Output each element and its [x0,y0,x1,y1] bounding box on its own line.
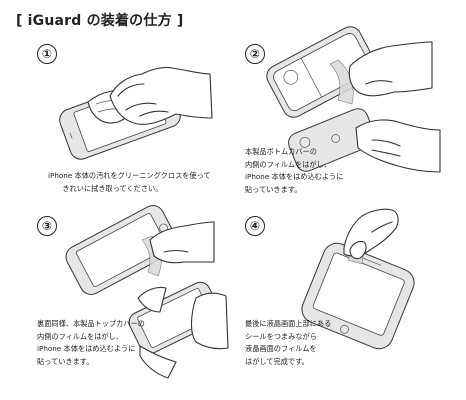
step-3-hand-top [149,221,215,264]
step-3-top-cover [65,205,179,295]
step-4-number: ④ [245,216,265,236]
step-1-hand [109,66,213,125]
step-3-caption: 裏面同様、本製品トップカバーの 内側のフィルムをはがし、 iPhone 本体をは… [37,319,145,366]
step-2-bottom-cover [266,26,378,118]
step-1-illustration [59,66,213,160]
step-3-hands-bottom [137,286,229,379]
step-2-film-peel [329,59,354,105]
step-4-phone [301,242,415,350]
step-1-caption: iPhone 本体の汚れをクリーニングクロスを使って きれいに拭き取ってください… [48,171,211,193]
step-3-illustration [65,205,229,379]
step-4-hand [343,208,399,260]
step-2-number: ② [245,44,265,64]
step-2-illustration [266,26,441,173]
step-4-illustration [301,208,415,350]
step-2-hand-bottom [355,119,441,173]
step-1-number: ① [37,44,57,64]
step-2-hand-top [348,41,433,97]
step-2-caption: 本製品ボトムカバーの 内側のフィルムをはがし、 iPhone 本体をはめ込むよう… [245,147,344,194]
step-3-number: ③ [37,216,57,236]
page-title: [ iGuard の装着の仕方 ] [16,13,184,29]
step-4-caption: 最後に液晶画面上部にある シールをつまみながら 液晶画面のフィルムを はがして完… [245,319,332,366]
